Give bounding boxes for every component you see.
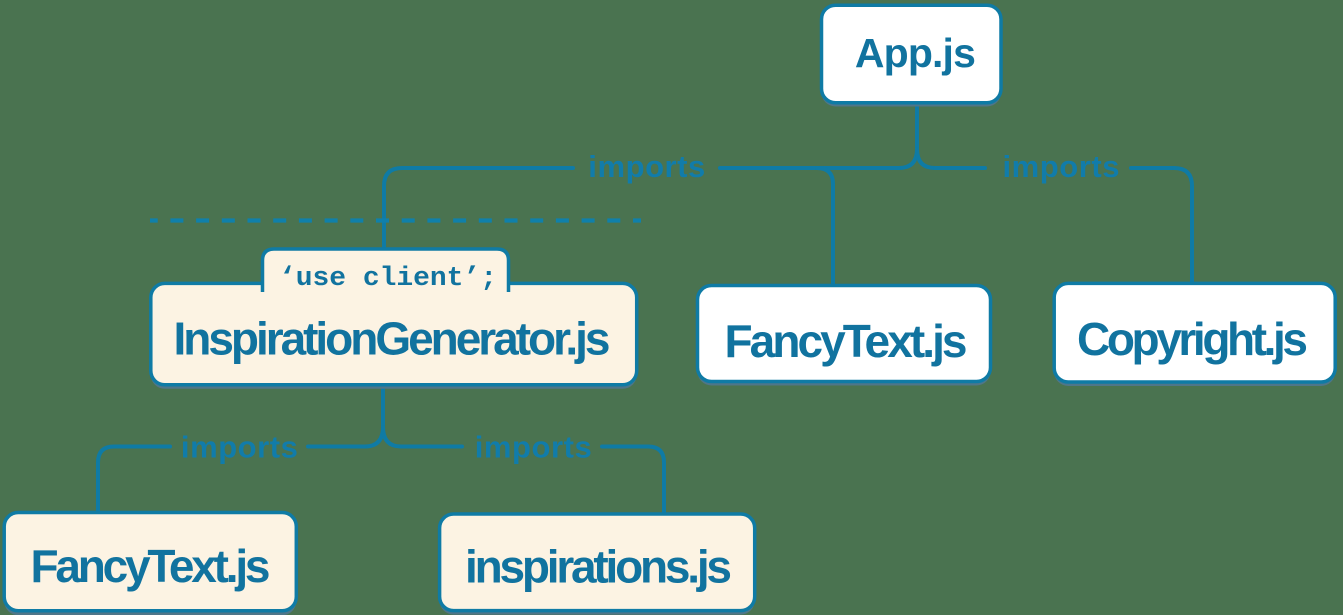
svg-text:‘use client’;: ‘use client’; (279, 264, 497, 294)
svg-text:imports: imports (475, 430, 592, 465)
svg-text:FancyText.js: FancyText.js (31, 540, 271, 592)
svg-text:Copyright.js: Copyright.js (1077, 313, 1308, 365)
svg-text:App.js: App.js (855, 30, 976, 76)
svg-text:FancyText.js: FancyText.js (725, 315, 968, 367)
svg-text:imports: imports (1003, 149, 1120, 184)
svg-text:imports: imports (181, 430, 298, 465)
svg-text:inspirations.js: inspirations.js (465, 541, 732, 593)
svg-text:InspirationGenerator.js: InspirationGenerator.js (174, 313, 611, 365)
svg-text:imports: imports (588, 149, 705, 184)
